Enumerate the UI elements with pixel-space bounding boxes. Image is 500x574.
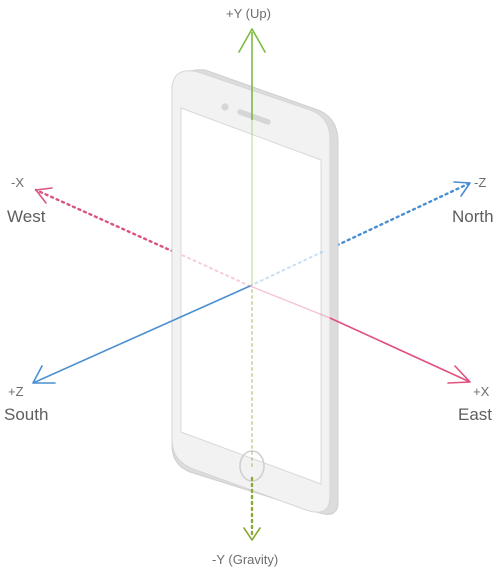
- phone-device: [171, 69, 339, 515]
- phone-screen: [180, 107, 322, 485]
- west-label: West: [7, 207, 46, 226]
- z-negative-label: -Z: [474, 175, 487, 190]
- x-axis-positive: [329, 317, 471, 383]
- x-axis-negative-faint: [181, 254, 251, 287]
- z-axis-negative-faint: [249, 251, 323, 287]
- z-axis-negative-arrowhead: [453, 181, 471, 197]
- x-axis-negative-arrowhead: [35, 187, 53, 204]
- y-axis-positive-arrowhead: [238, 28, 266, 53]
- x-axis-positive-arrowhead: [447, 365, 471, 384]
- x-axis-positive-inner: [249, 285, 331, 319]
- z-axis-positive-arrowhead: [32, 365, 56, 384]
- north-label: North: [452, 207, 494, 226]
- earpiece-speaker: [237, 109, 271, 125]
- front-camera: [221, 103, 229, 111]
- z-axis-negative-dotted: [248, 181, 472, 288]
- z-positive-label: +Z: [8, 384, 24, 399]
- x-negative-label: -X: [11, 175, 24, 190]
- y-axis-negative-arrowhead: [243, 527, 261, 541]
- z-axis-positive: [32, 285, 251, 384]
- south-label: South: [4, 405, 49, 424]
- x-positive-label: +X: [473, 384, 490, 399]
- east-label: East: [458, 405, 493, 424]
- y-positive-label: +Y (Up): [226, 6, 271, 21]
- y-negative-label: -Y (Gravity): [212, 552, 279, 567]
